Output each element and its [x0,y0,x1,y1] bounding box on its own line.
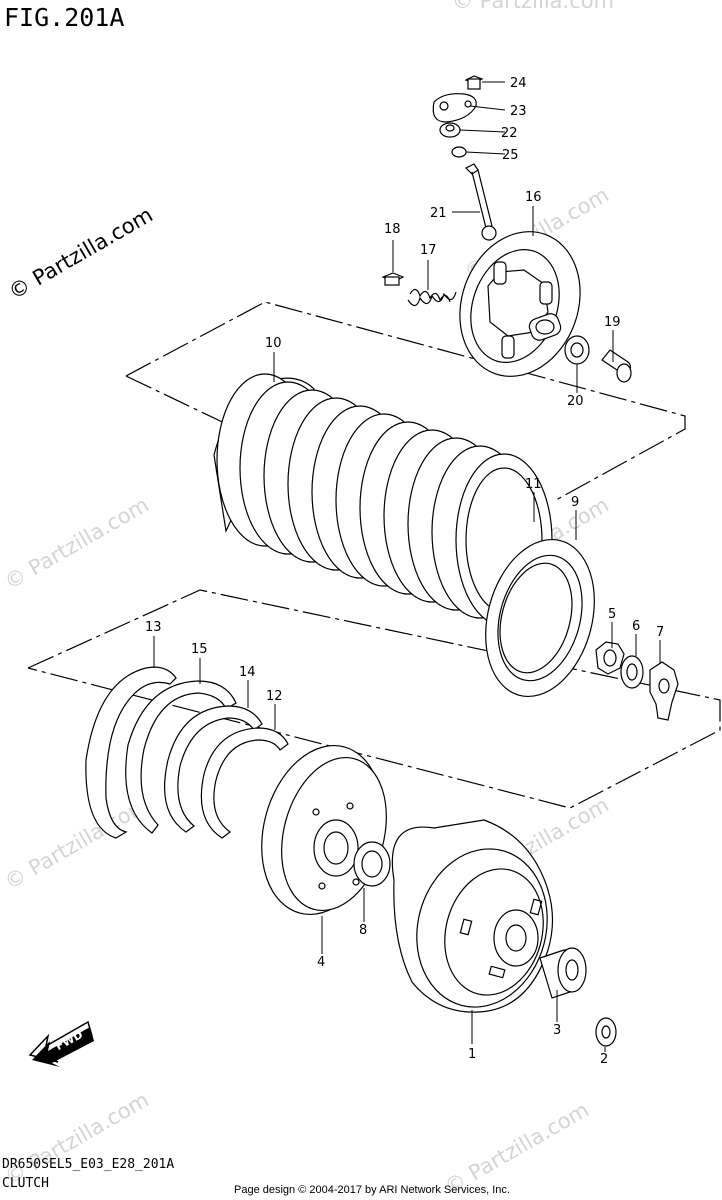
part-label-1[interactable]: 1 [468,1047,476,1062]
part-label-11[interactable]: 11 [525,477,542,492]
part-label-18[interactable]: 18 [384,222,401,237]
part-label-19[interactable]: 19 [604,315,621,330]
watermark: © Partzilla.com [1,493,153,595]
copyright-notice: Page design © 2004-2017 by ARI Network S… [234,1184,510,1196]
part-label-16[interactable]: 16 [525,190,542,205]
watermark: © Partzilla.com [452,0,614,13]
part-label-17[interactable]: 17 [420,243,437,258]
part-label-23[interactable]: 23 [510,104,527,119]
part-label-10[interactable]: 10 [265,336,282,351]
part-label-24[interactable]: 24 [510,76,527,91]
part-label-8[interactable]: 8 [359,923,367,938]
washer [353,841,391,887]
part-label-9[interactable]: 9 [571,495,579,510]
part-label-15[interactable]: 15 [191,642,208,657]
watermark-primary: © Partzilla.com [5,203,157,305]
clutch-housing [391,819,554,1013]
part-label-7[interactable]: 7 [656,625,664,640]
reference-lines [27,301,721,809]
watermark: © Partzilla.com [1,1088,153,1190]
clutch-plate-stack [213,373,595,698]
part-label-22[interactable]: 22 [501,126,518,141]
part-label-2[interactable]: 2 [600,1052,608,1067]
model-code: DR650SEL5_E03_E28_201A [2,1157,174,1172]
part-label-6[interactable]: 6 [632,619,640,634]
lower-rings [85,666,289,839]
part-label-3[interactable]: 3 [553,1023,561,1038]
spacer-and-washer [539,947,617,1047]
part-label-21[interactable]: 21 [430,206,447,221]
part-label-12[interactable]: 12 [266,689,283,704]
part-label-14[interactable]: 14 [239,665,256,680]
release-mechanism [381,75,632,383]
part-label-25[interactable]: 25 [502,148,519,163]
clutch-hub [261,744,387,916]
nut-washer-lock [595,641,679,721]
figure-title: FIG.201A [4,3,124,32]
leader-lines [153,81,661,1052]
part-labels: 24 23 22 25 21 16 18 17 19 20 10 11 9 5 … [145,76,664,1067]
watermark: © Partzilla.com [1,793,153,895]
part-label-5[interactable]: 5 [608,607,616,622]
part-label-13[interactable]: 13 [145,620,162,635]
fwd-arrow: FWD [28,1020,94,1067]
part-label-4[interactable]: 4 [317,955,325,970]
part-label-20[interactable]: 20 [567,394,584,409]
section-name: CLUTCH [2,1176,49,1191]
